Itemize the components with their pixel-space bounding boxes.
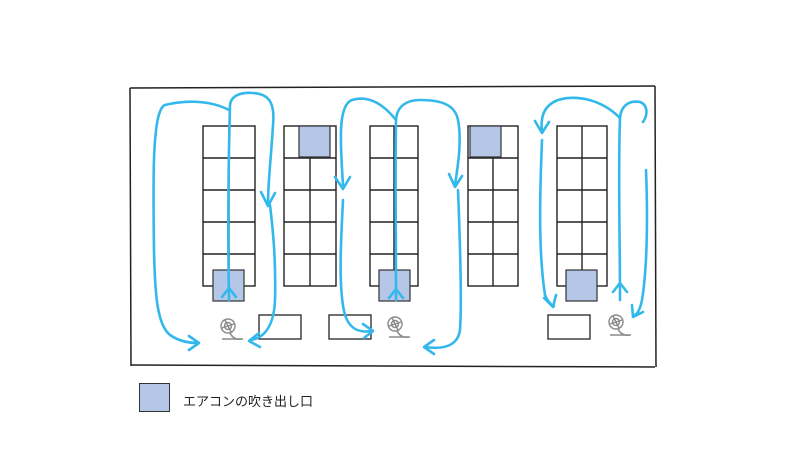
airflow-arrow-7 <box>422 338 436 356</box>
airflow-path-10 <box>538 138 556 308</box>
airflow-arrow-3 <box>187 334 201 352</box>
airflow-arrow-8 <box>611 281 629 294</box>
legend-label: エアコンの吹き出し口 <box>183 395 314 410</box>
airflow-arrow-9 <box>533 119 551 135</box>
box-1 <box>258 314 302 340</box>
air-outlet-3 <box>378 269 411 302</box>
outlet-group <box>212 125 598 302</box>
airflow-group <box>152 91 649 356</box>
fan-icon <box>220 318 244 341</box>
rack-group <box>202 125 608 287</box>
box-2 <box>328 314 372 340</box>
fan-group <box>220 314 632 341</box>
air-outlet-2 <box>298 125 331 158</box>
airflow-arrow-4a <box>447 172 464 189</box>
legend-swatch <box>139 383 170 412</box>
airflow-arrow-5 <box>333 175 352 191</box>
fan-icon <box>608 314 632 337</box>
airflow-path-2 <box>248 203 277 342</box>
airflow-path-9 <box>540 96 622 134</box>
airflow-path-11 <box>631 168 649 318</box>
room-outline <box>129 85 657 368</box>
airflow-arrow-1b <box>220 286 238 299</box>
airflow-path-5 <box>339 97 398 187</box>
airflow-arrow-4b <box>387 287 405 300</box>
air-outlet-5 <box>565 269 598 302</box>
airflow-path-1 <box>227 91 275 302</box>
air-outlet-4 <box>469 125 502 158</box>
airflow-path-3 <box>152 100 231 345</box>
rack-5 <box>556 125 608 287</box>
box-group <box>258 314 591 340</box>
airflow-arrow-1a <box>259 190 277 208</box>
airflow-arrow-2 <box>247 331 262 349</box>
airflow-path-6 <box>339 198 374 333</box>
airflow-arrow-11 <box>630 303 645 319</box>
airflow-arrow-10 <box>542 293 558 309</box>
fan-icon <box>387 316 411 339</box>
airflow-path-7 <box>423 188 463 350</box>
box-3 <box>547 314 591 340</box>
rack-3 <box>369 125 419 287</box>
airflow-path-4 <box>394 98 461 302</box>
airflow-arrow-6 <box>361 322 375 340</box>
airflow-path-8 <box>617 100 648 302</box>
